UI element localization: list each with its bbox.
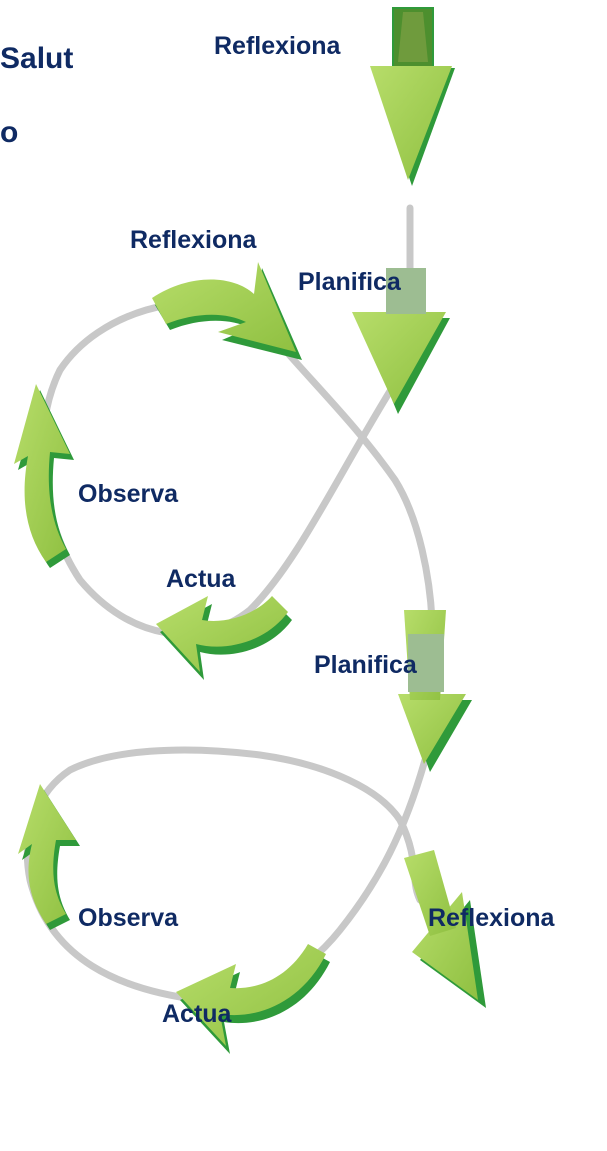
curved-arrow-icon [14,384,74,568]
stage-label-cycle2-act: Actua [162,1002,231,1027]
down-arrow-icon [370,8,455,186]
stage-label-cycle2-plan: Planifica [314,653,417,678]
stage-label-cycle1-act: Actua [166,567,235,592]
stage-label-cycle2-reflect: Reflexiona [428,906,554,931]
down-arrow-icon [398,610,472,772]
title-line1: Salut [0,44,73,74]
stage-label-cycle1-reflect: Reflexiona [130,228,256,253]
stage-label-top-reflect: Reflexiona [214,34,340,59]
curved-arrow-icon [152,262,302,360]
curved-arrow-icon [156,596,292,680]
stage-label-cycle2-observe: Observa [78,906,178,931]
stage-label-cycle1-observe: Observa [78,482,178,507]
title-line2: o [0,118,18,148]
stage-label-cycle1-plan: Planifica [298,270,401,295]
curved-arrow-icon [176,944,330,1054]
